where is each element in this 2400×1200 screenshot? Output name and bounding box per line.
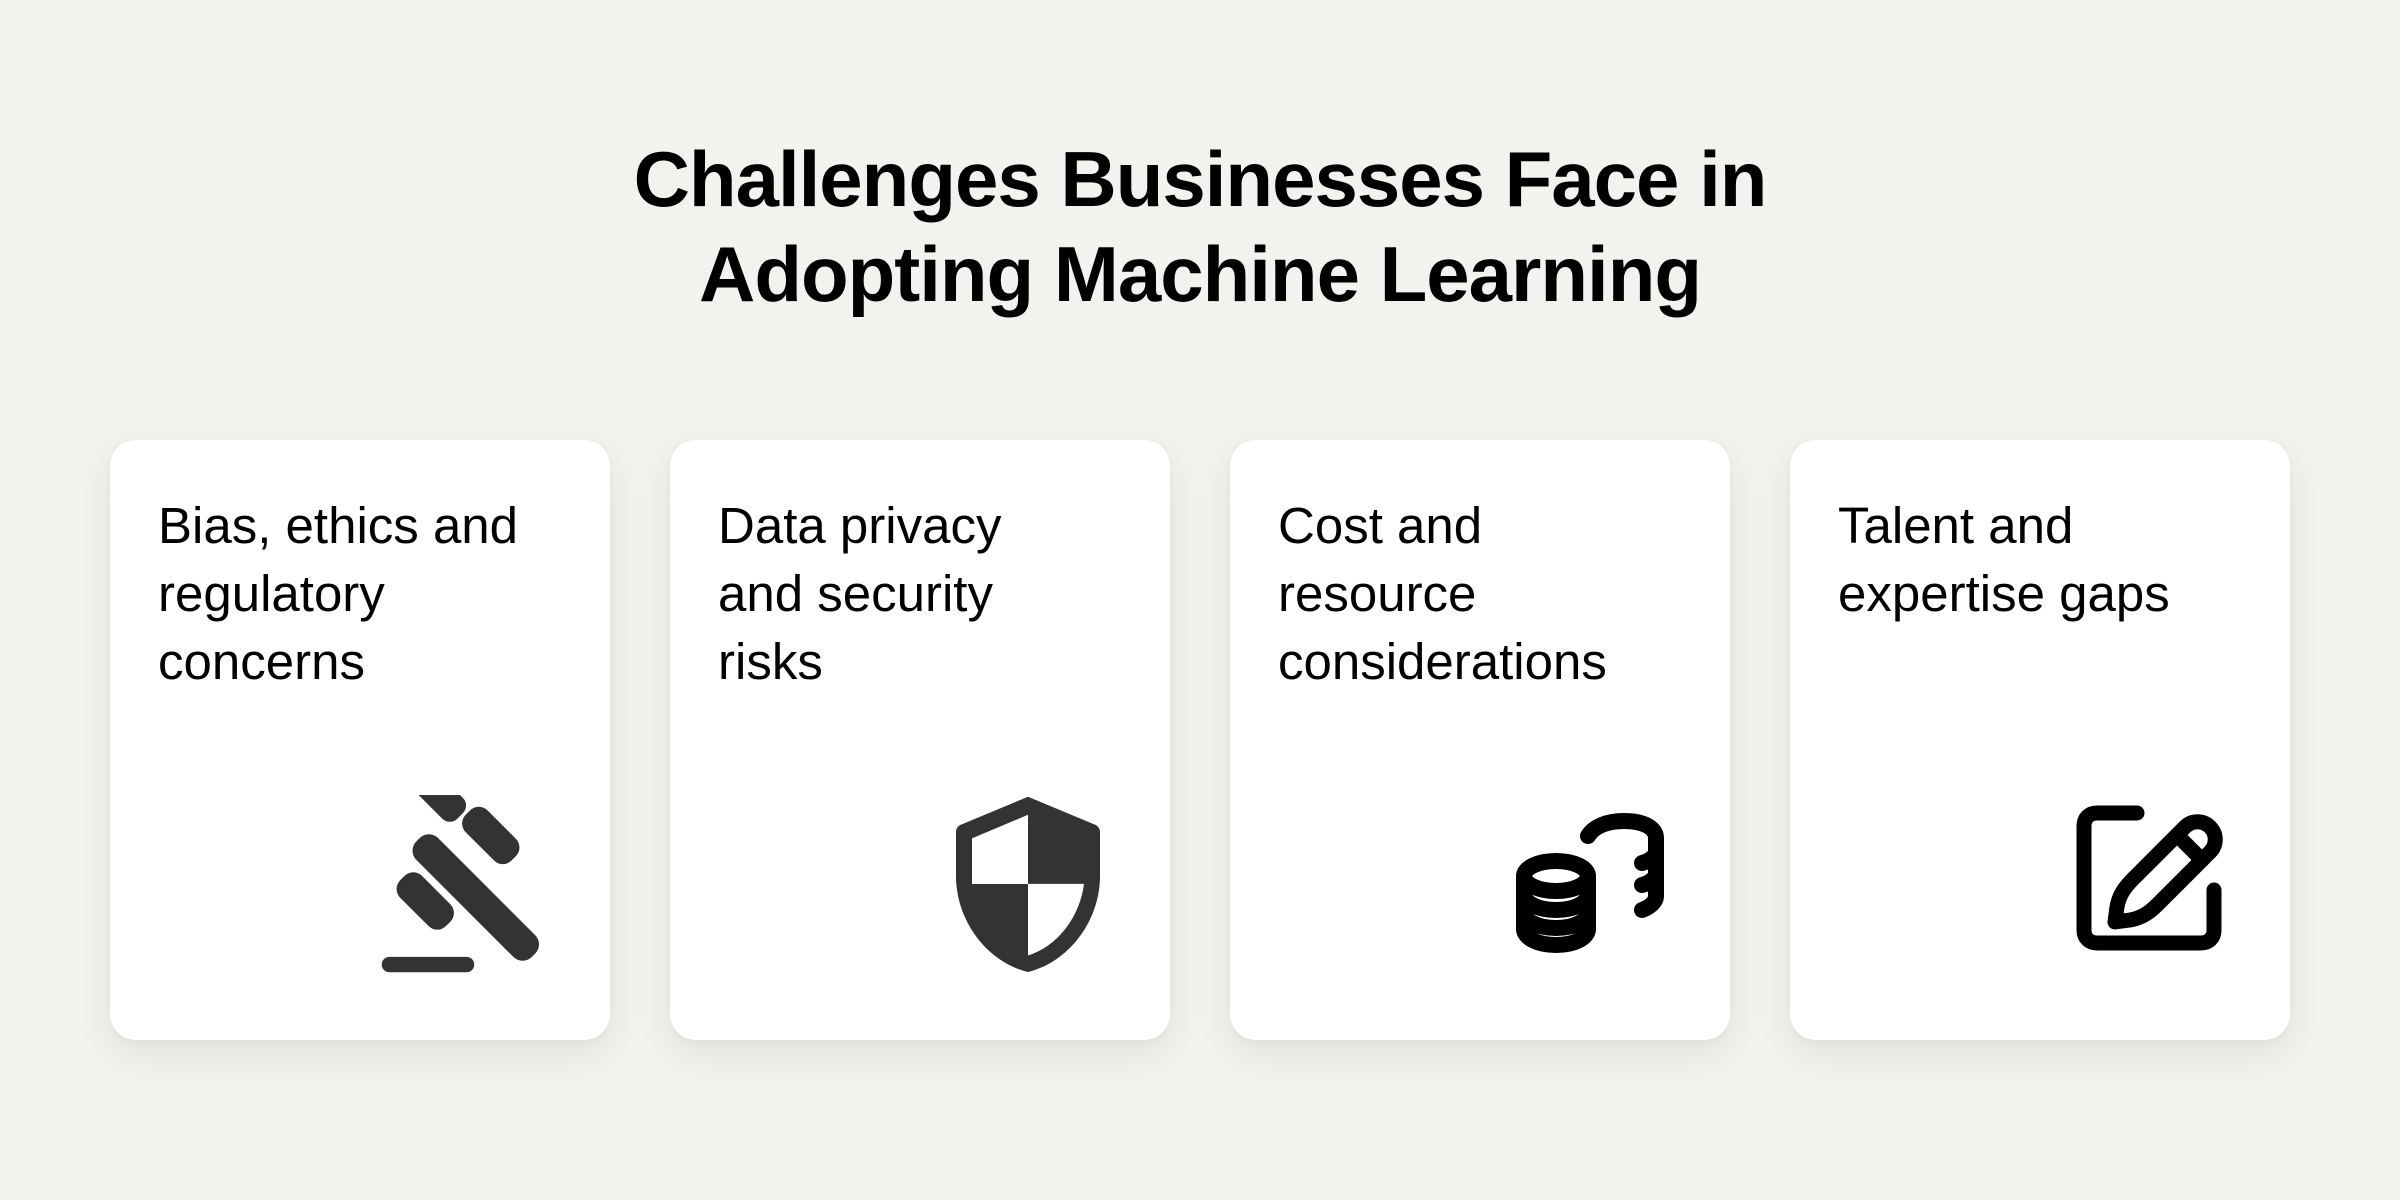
card-cost-resources: Cost and resource considerations — [1230, 440, 1730, 1040]
challenge-cards: Bias, ethics and regulatory concerns — [110, 440, 2290, 1040]
card-label-line: expertise gaps — [1838, 565, 2170, 622]
card-label-line: Data privacy — [718, 497, 1002, 554]
card-label-line: considerations — [1278, 633, 1607, 690]
shield-icon — [932, 788, 1124, 980]
gavel-icon — [374, 795, 559, 980]
page-title: Challenges Businesses Face in Adopting M… — [0, 132, 2400, 322]
card-label-line: concerns — [158, 633, 365, 690]
card-label-line: resource — [1278, 565, 1477, 622]
card-label: Data privacy and security risks — [718, 492, 1140, 696]
card-label: Talent and expertise gaps — [1838, 492, 2260, 628]
card-label-line: Cost and — [1278, 497, 1483, 554]
card-label-line: Talent and — [1838, 497, 2074, 554]
card-label: Bias, ethics and regulatory concerns — [158, 492, 580, 696]
card-label: Cost and resource considerations — [1278, 492, 1700, 696]
card-data-privacy-security: Data privacy and security risks — [670, 440, 1170, 1040]
card-label-line: Bias, ethics and — [158, 497, 519, 554]
card-label-line: and security — [718, 565, 993, 622]
card-label-line: risks — [718, 633, 823, 690]
card-label-line: regulatory — [158, 565, 385, 622]
coins-icon — [1506, 796, 1676, 966]
title-line-1: Challenges Businesses Face in — [633, 135, 1768, 223]
card-bias-ethics-regulatory: Bias, ethics and regulatory concerns — [110, 440, 610, 1040]
edit-icon — [2067, 795, 2227, 955]
title-line-2: Adopting Machine Learning — [699, 230, 1702, 318]
card-talent-expertise: Talent and expertise gaps — [1790, 440, 2290, 1040]
